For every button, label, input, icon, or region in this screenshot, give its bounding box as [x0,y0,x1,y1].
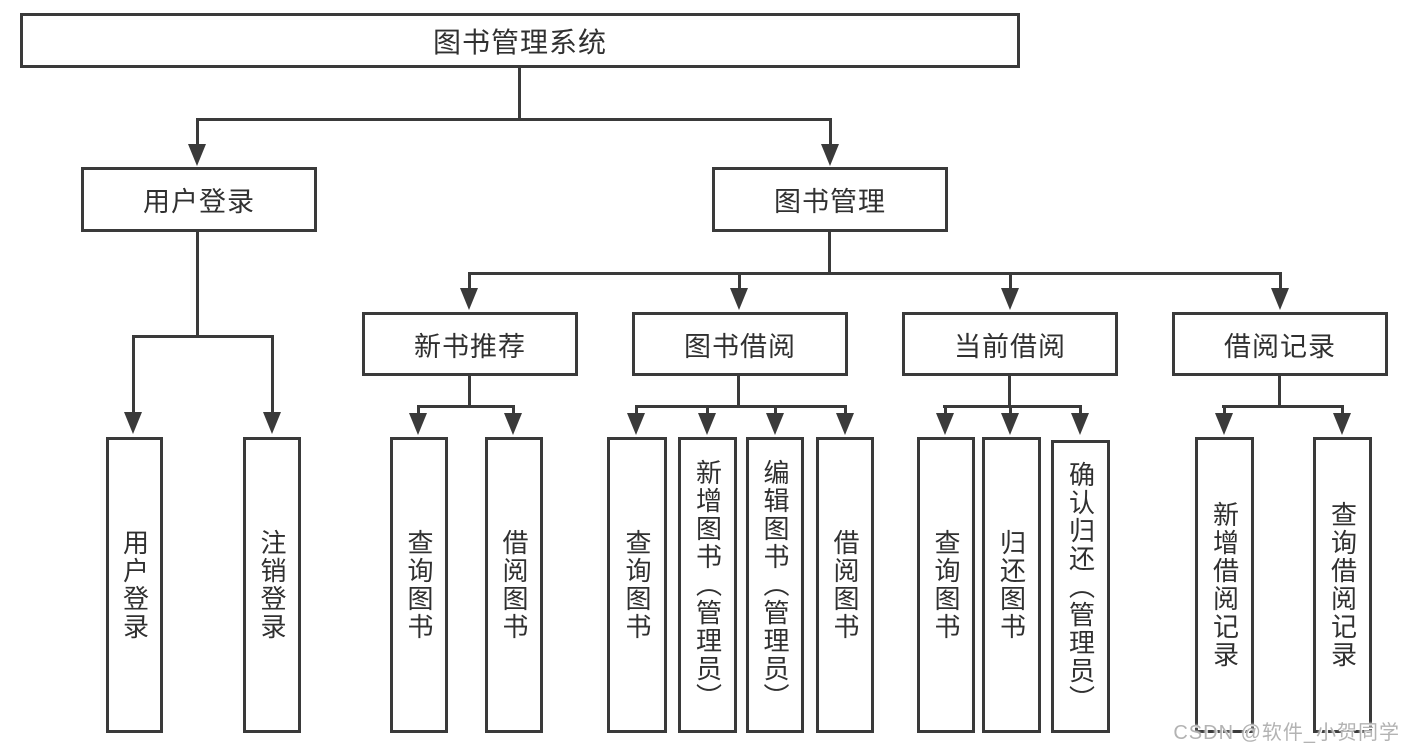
node-label: 查询图书 [404,529,434,641]
connector-line [518,68,521,121]
arrow-down-icon [821,144,839,166]
arrow-down-icon [460,288,478,310]
node-label: 新增借阅记录 [1209,501,1240,669]
connector-arrow-stem [774,405,777,413]
connector-arrow-stem [417,405,420,413]
connector-line [132,335,273,338]
connector-arrow-stem [132,335,135,412]
connector-arrow-stem [1009,405,1012,413]
leaf-return-books: 归还图书 [982,437,1041,733]
arrow-down-icon [766,413,784,435]
arrow-down-icon [1071,413,1089,435]
node-label: 借阅图书 [499,529,529,641]
leaf-borrow-books: 借阅图书 [816,437,874,733]
arrow-down-icon [1215,413,1233,435]
arrow-down-icon [936,413,954,435]
arrow-down-icon [504,413,522,435]
arrow-down-icon [1271,288,1289,310]
leaf-borrow-books: 借阅图书 [485,437,543,733]
arrow-down-icon [188,144,206,166]
leaf-user-login: 用户登录 [106,437,163,733]
connector-line [943,405,1082,408]
connector-line [468,272,1282,275]
node-label: 编辑图书（管理员） [760,459,790,711]
connector-arrow-stem [1223,405,1226,413]
node-label: 新增图书（管理员） [692,459,723,711]
connector-line [1278,376,1281,408]
node-label: 图书管理系统 [432,26,607,58]
leaf-query-books: 查询图书 [390,437,448,733]
connector-arrow-stem [829,118,832,144]
connector-arrow-stem [1341,405,1344,413]
arrow-down-icon [1001,413,1019,435]
connector-line [635,405,847,408]
node-label: 查询图书 [931,529,961,641]
arrow-down-icon [836,413,854,435]
node-label: 借阅记录 [1224,331,1336,362]
connector-arrow-stem [468,272,471,288]
node-label: 确认归还（管理员） [1065,460,1096,713]
arrow-down-icon [627,413,645,435]
connector-arrow-stem [196,118,199,144]
leaf-edit-books-admin: 编辑图书（管理员） [746,437,804,733]
connector-line [196,118,832,121]
arrow-down-icon [124,412,142,434]
connector-line [737,376,740,408]
connector-arrow-stem [706,405,709,413]
arrow-down-icon [730,288,748,310]
connector-arrow-stem [1009,272,1012,288]
node-label: 用户登录 [119,529,150,641]
connector-line [1008,376,1011,408]
connector-line [828,232,831,275]
arrow-down-icon [263,412,281,434]
leaf-query-books: 查询图书 [917,437,975,733]
node-user-login: 用户登录 [81,167,317,232]
connector-arrow-stem [844,405,847,413]
connector-line [196,232,199,338]
connector-line [417,405,515,408]
csdn-watermark: CSDN @软件_小贺同学 [1173,722,1400,744]
connector-arrow-stem [512,405,515,413]
node-book-borrowing: 图书借阅 [632,312,848,376]
connector-line [468,376,471,408]
node-label: 用户登录 [143,187,255,217]
connector-line [1222,405,1344,408]
leaf-logout: 注销登录 [243,437,301,733]
node-new-book-recommendation: 新书推荐 [362,312,578,376]
leaf-confirm-return-admin: 确认归还（管理员） [1051,440,1110,733]
node-label: 图书管理 [774,187,886,217]
node-label: 借阅图书 [830,529,860,641]
leaf-query-books: 查询图书 [607,437,667,733]
node-label: 查询图书 [622,529,652,641]
connector-arrow-stem [635,405,638,413]
connector-arrow-stem [271,335,274,412]
connector-arrow-stem [738,272,741,288]
node-label: 图书借阅 [684,331,796,362]
node-label: 新书推荐 [414,331,526,362]
connector-arrow-stem [1079,405,1082,413]
node-library-management-system: 图书管理系统 [20,13,1020,68]
arrow-down-icon [409,413,427,435]
node-label: 当前借阅 [954,331,1066,362]
connector-arrow-stem [944,405,947,413]
arrow-down-icon [1001,288,1019,310]
leaf-add-books-admin: 新增图书（管理员） [678,437,737,733]
arrow-down-icon [698,413,716,435]
leaf-query-borrow-record: 查询借阅记录 [1313,437,1372,733]
arrow-down-icon [1333,413,1351,435]
node-borrowing-records: 借阅记录 [1172,312,1388,376]
node-label: 注销登录 [257,529,287,641]
leaf-add-borrow-record: 新增借阅记录 [1195,437,1254,733]
node-label: 归还图书 [996,529,1027,641]
node-current-borrowing: 当前借阅 [902,312,1118,376]
node-book-management: 图书管理 [712,167,948,232]
node-label: 查询借阅记录 [1327,501,1358,669]
connector-arrow-stem [1279,272,1282,288]
